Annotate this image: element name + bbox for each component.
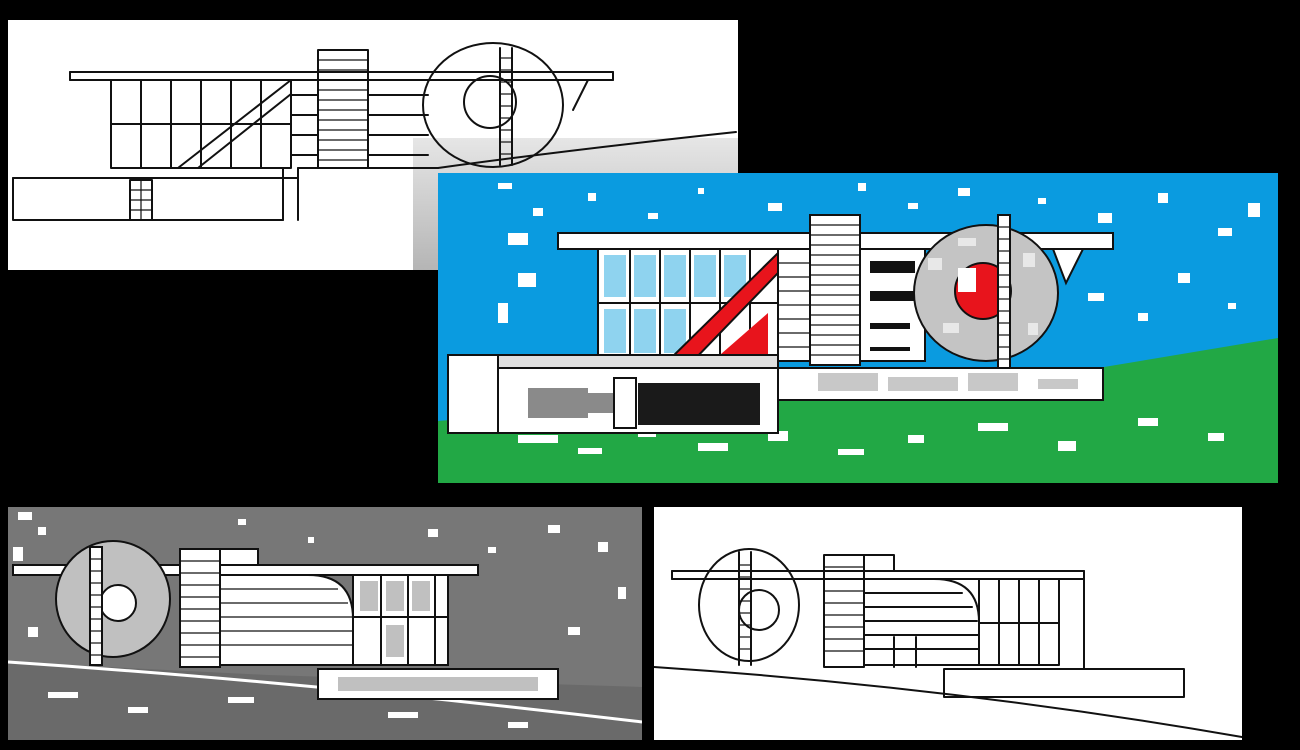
mirrored-sketch-drawing: [654, 548, 1242, 738]
colored-render-panel: [438, 173, 1278, 483]
original-sketch-drawing: [12, 42, 737, 221]
gray-render-drawing: [8, 507, 642, 740]
gray-render-panel: [8, 507, 642, 740]
mirrored-sketch-panel: [654, 507, 1242, 740]
colored-render-drawing: [438, 173, 1278, 483]
